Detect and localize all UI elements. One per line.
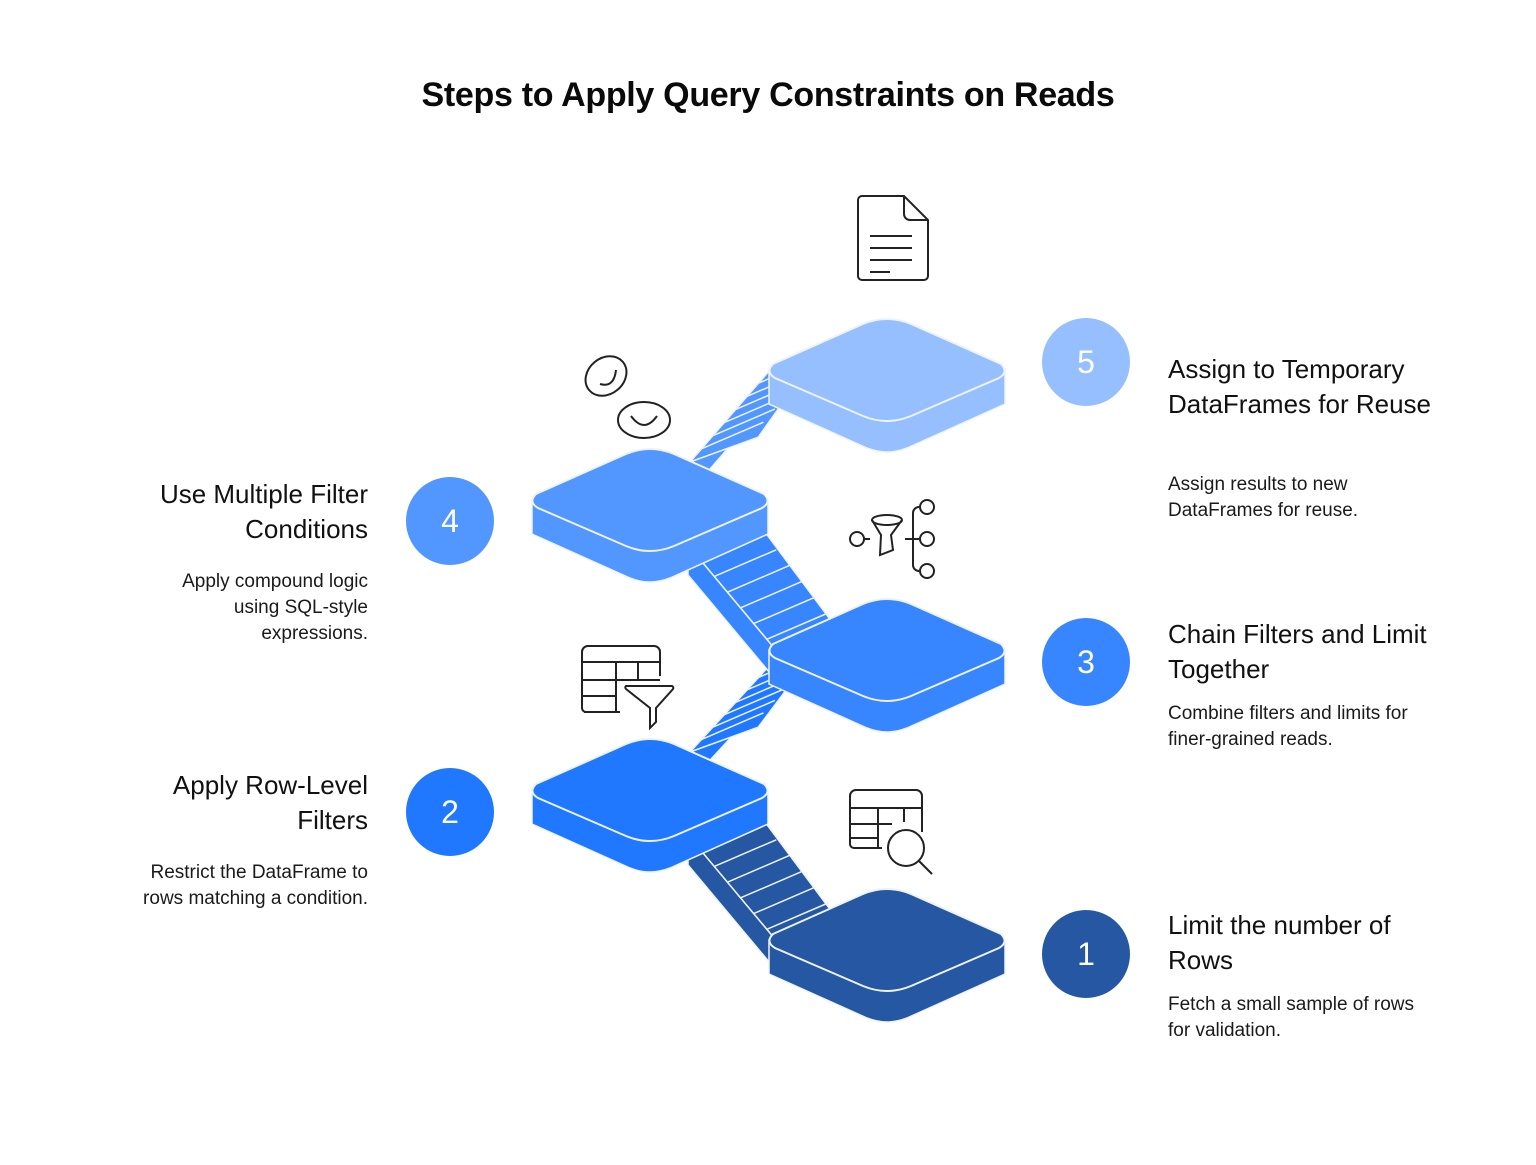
flight-2-3-step-edge (701, 712, 764, 741)
step-1-badge: 1 (1042, 910, 1130, 998)
flight-3-4-step-edge (753, 596, 817, 625)
diagram-title: Steps to Apply Query Constraints on Read… (421, 76, 1115, 114)
step-5-description: Assign results to new DataFrames for reu… (1168, 474, 1359, 521)
flight-1-2-step-edge (766, 901, 830, 930)
flight-3-4-step-edge (740, 580, 803, 609)
platform-4-top (531, 448, 769, 552)
step-4-text: Use Multiple Filter Conditions Apply com… (38, 477, 368, 647)
step-2-number: 2 (441, 793, 459, 830)
step-5-text: Assign to Temporary DataFrames for Reuse… (1168, 352, 1468, 524)
step-3-badge: 3 (1042, 618, 1130, 706)
step-4-title: Use Multiple Filter Conditions (159, 479, 368, 544)
step-1-description: Fetch a small sample of rows for validat… (1168, 994, 1415, 1041)
flight-3-4-step-edge (727, 564, 790, 593)
step-4-description: Apply compound logic using SQL-style exp… (182, 571, 368, 644)
platform-1-top (768, 888, 1006, 992)
step-1-text: Limit the number of Rows Fetch a small s… (1168, 908, 1468, 1044)
flight-1-2-step-edge (740, 870, 803, 899)
flight-2-3-step-edge (723, 687, 787, 716)
platform-2-top (531, 738, 769, 842)
step-5-title: Assign to Temporary DataFrames for Reuse (1168, 354, 1431, 419)
flight-1-2-step-edge (727, 854, 790, 883)
step-3-title: Chain Filters and Limit Together (1168, 619, 1427, 684)
step-4-number: 4 (441, 502, 459, 539)
step-2-text: Apply Row-Level Filters Restrict the Dat… (38, 768, 368, 912)
step-2-title: Apply Row-Level Filters (172, 770, 368, 835)
platform-5-top (768, 318, 1006, 422)
flight-3-4-step-edge (713, 549, 777, 578)
table-filter-icon (581, 645, 675, 731)
step-3-text: Chain Filters and Limit Together Combine… (1168, 617, 1468, 753)
funnel-branch-icon (849, 499, 935, 579)
step-1-number: 1 (1077, 935, 1095, 972)
step-1-title: Limit the number of Rows (1168, 910, 1391, 975)
flight-1-2-step-edge (753, 886, 817, 915)
step-3-number: 3 (1077, 643, 1095, 680)
flight-2-3-step-edge (712, 699, 776, 728)
table-search-icon (849, 789, 933, 875)
document-icon (857, 195, 929, 281)
step-5-badge: 5 (1042, 318, 1130, 406)
flight-4-5-step-edge (701, 421, 764, 450)
step-2-description: Restrict the DataFrame to rows matching … (143, 862, 368, 909)
flight-1-2-step-edge (713, 839, 777, 868)
platform-3-top (768, 598, 1006, 702)
step-5-number: 5 (1077, 343, 1095, 380)
step-4-badge: 4 (406, 477, 494, 565)
linked-rings-icon (584, 355, 671, 439)
flight-4-5-step-edge (712, 408, 776, 437)
step-2-badge: 2 (406, 768, 494, 856)
step-3-description: Combine filters and limits for finer-gra… (1168, 703, 1408, 750)
flight-3-4-step-edge (766, 611, 830, 640)
